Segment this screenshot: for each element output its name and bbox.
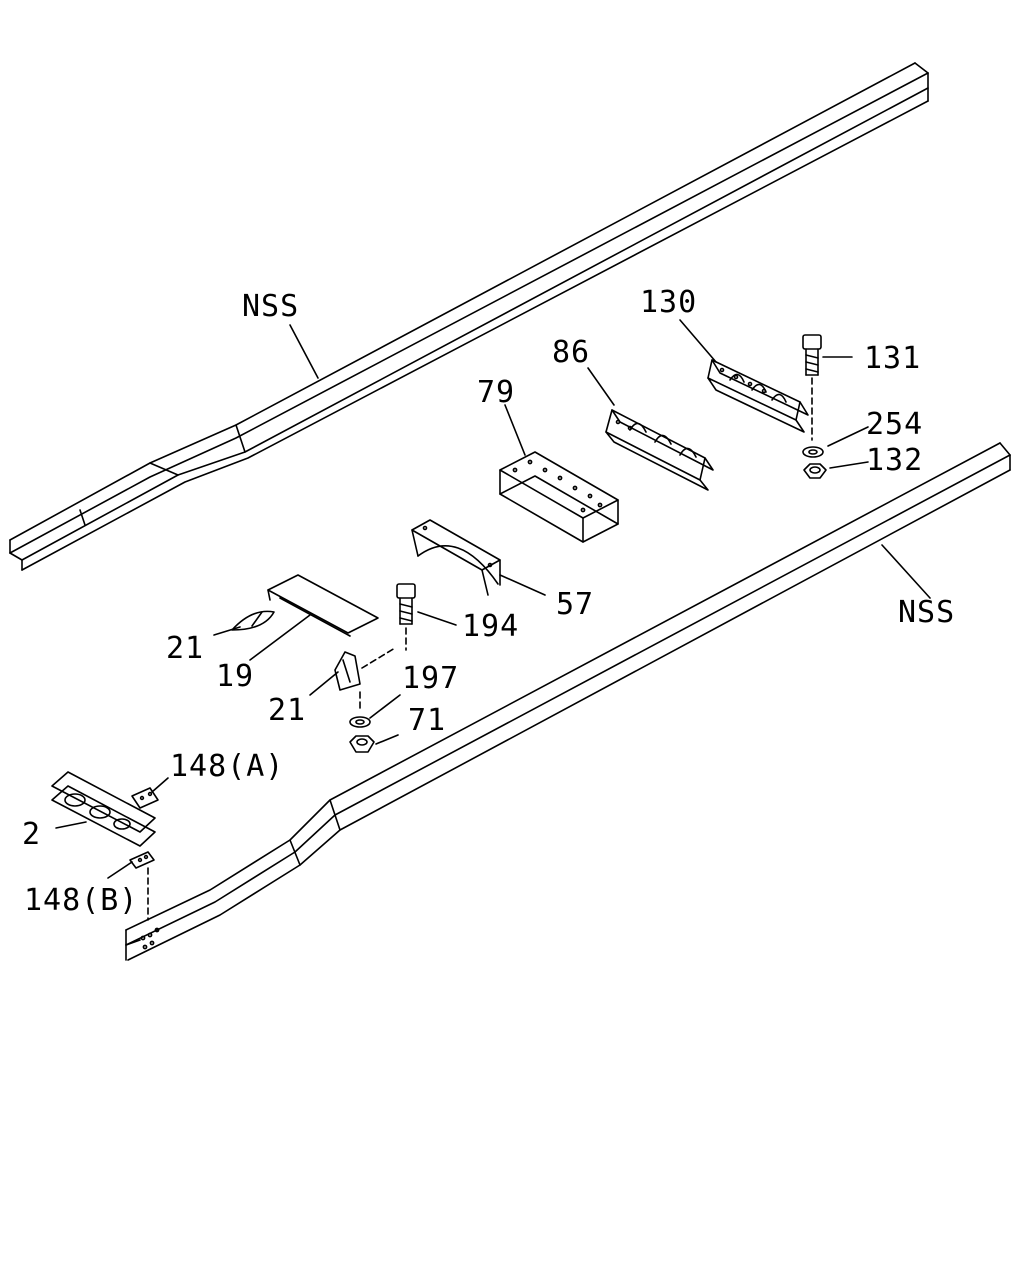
- part-21-lower-bracket: [335, 648, 395, 690]
- label-nss-right: NSS: [898, 595, 956, 630]
- part-79-plates: [500, 452, 618, 542]
- label-79: 79: [477, 375, 516, 410]
- part-71-nut: [350, 736, 374, 752]
- part-148b-plate: [130, 852, 154, 920]
- part-86-crossmember: [606, 410, 713, 490]
- label-21-lower: 21: [268, 693, 307, 728]
- part-2-front-crossmember: [52, 772, 155, 846]
- label-86: 86: [552, 335, 591, 370]
- left-frame-rail: [10, 63, 928, 570]
- label-130: 130: [640, 285, 698, 320]
- part-148a-plate: [132, 788, 158, 808]
- label-132: 132: [866, 443, 924, 478]
- part-19-crossmember: [268, 575, 378, 636]
- label-197: 197: [402, 661, 460, 696]
- part-57-crossmember: [412, 520, 500, 595]
- label-nss-left: NSS: [242, 289, 300, 324]
- leader-lines: [56, 320, 930, 878]
- label-71: 71: [408, 703, 447, 738]
- label-148b: 148(B): [24, 883, 139, 918]
- part-131-bolt: [803, 335, 821, 440]
- label-254: 254: [866, 407, 924, 442]
- part-254-washer: [803, 447, 823, 457]
- label-148a: 148(A): [170, 749, 285, 784]
- label-19: 19: [216, 659, 255, 694]
- part-194-bolt: [397, 584, 415, 650]
- label-57: 57: [556, 587, 595, 622]
- label-2: 2: [22, 817, 42, 852]
- part-132-nut: [804, 464, 826, 478]
- right-frame-rail: [126, 443, 1010, 960]
- label-131: 131: [864, 341, 922, 376]
- part-21-upper-bracket: [232, 611, 274, 630]
- label-194: 194: [462, 609, 520, 644]
- label-21-upper: 21: [166, 631, 205, 666]
- part-130-bracket: [708, 360, 808, 432]
- part-197-washer: [350, 692, 370, 727]
